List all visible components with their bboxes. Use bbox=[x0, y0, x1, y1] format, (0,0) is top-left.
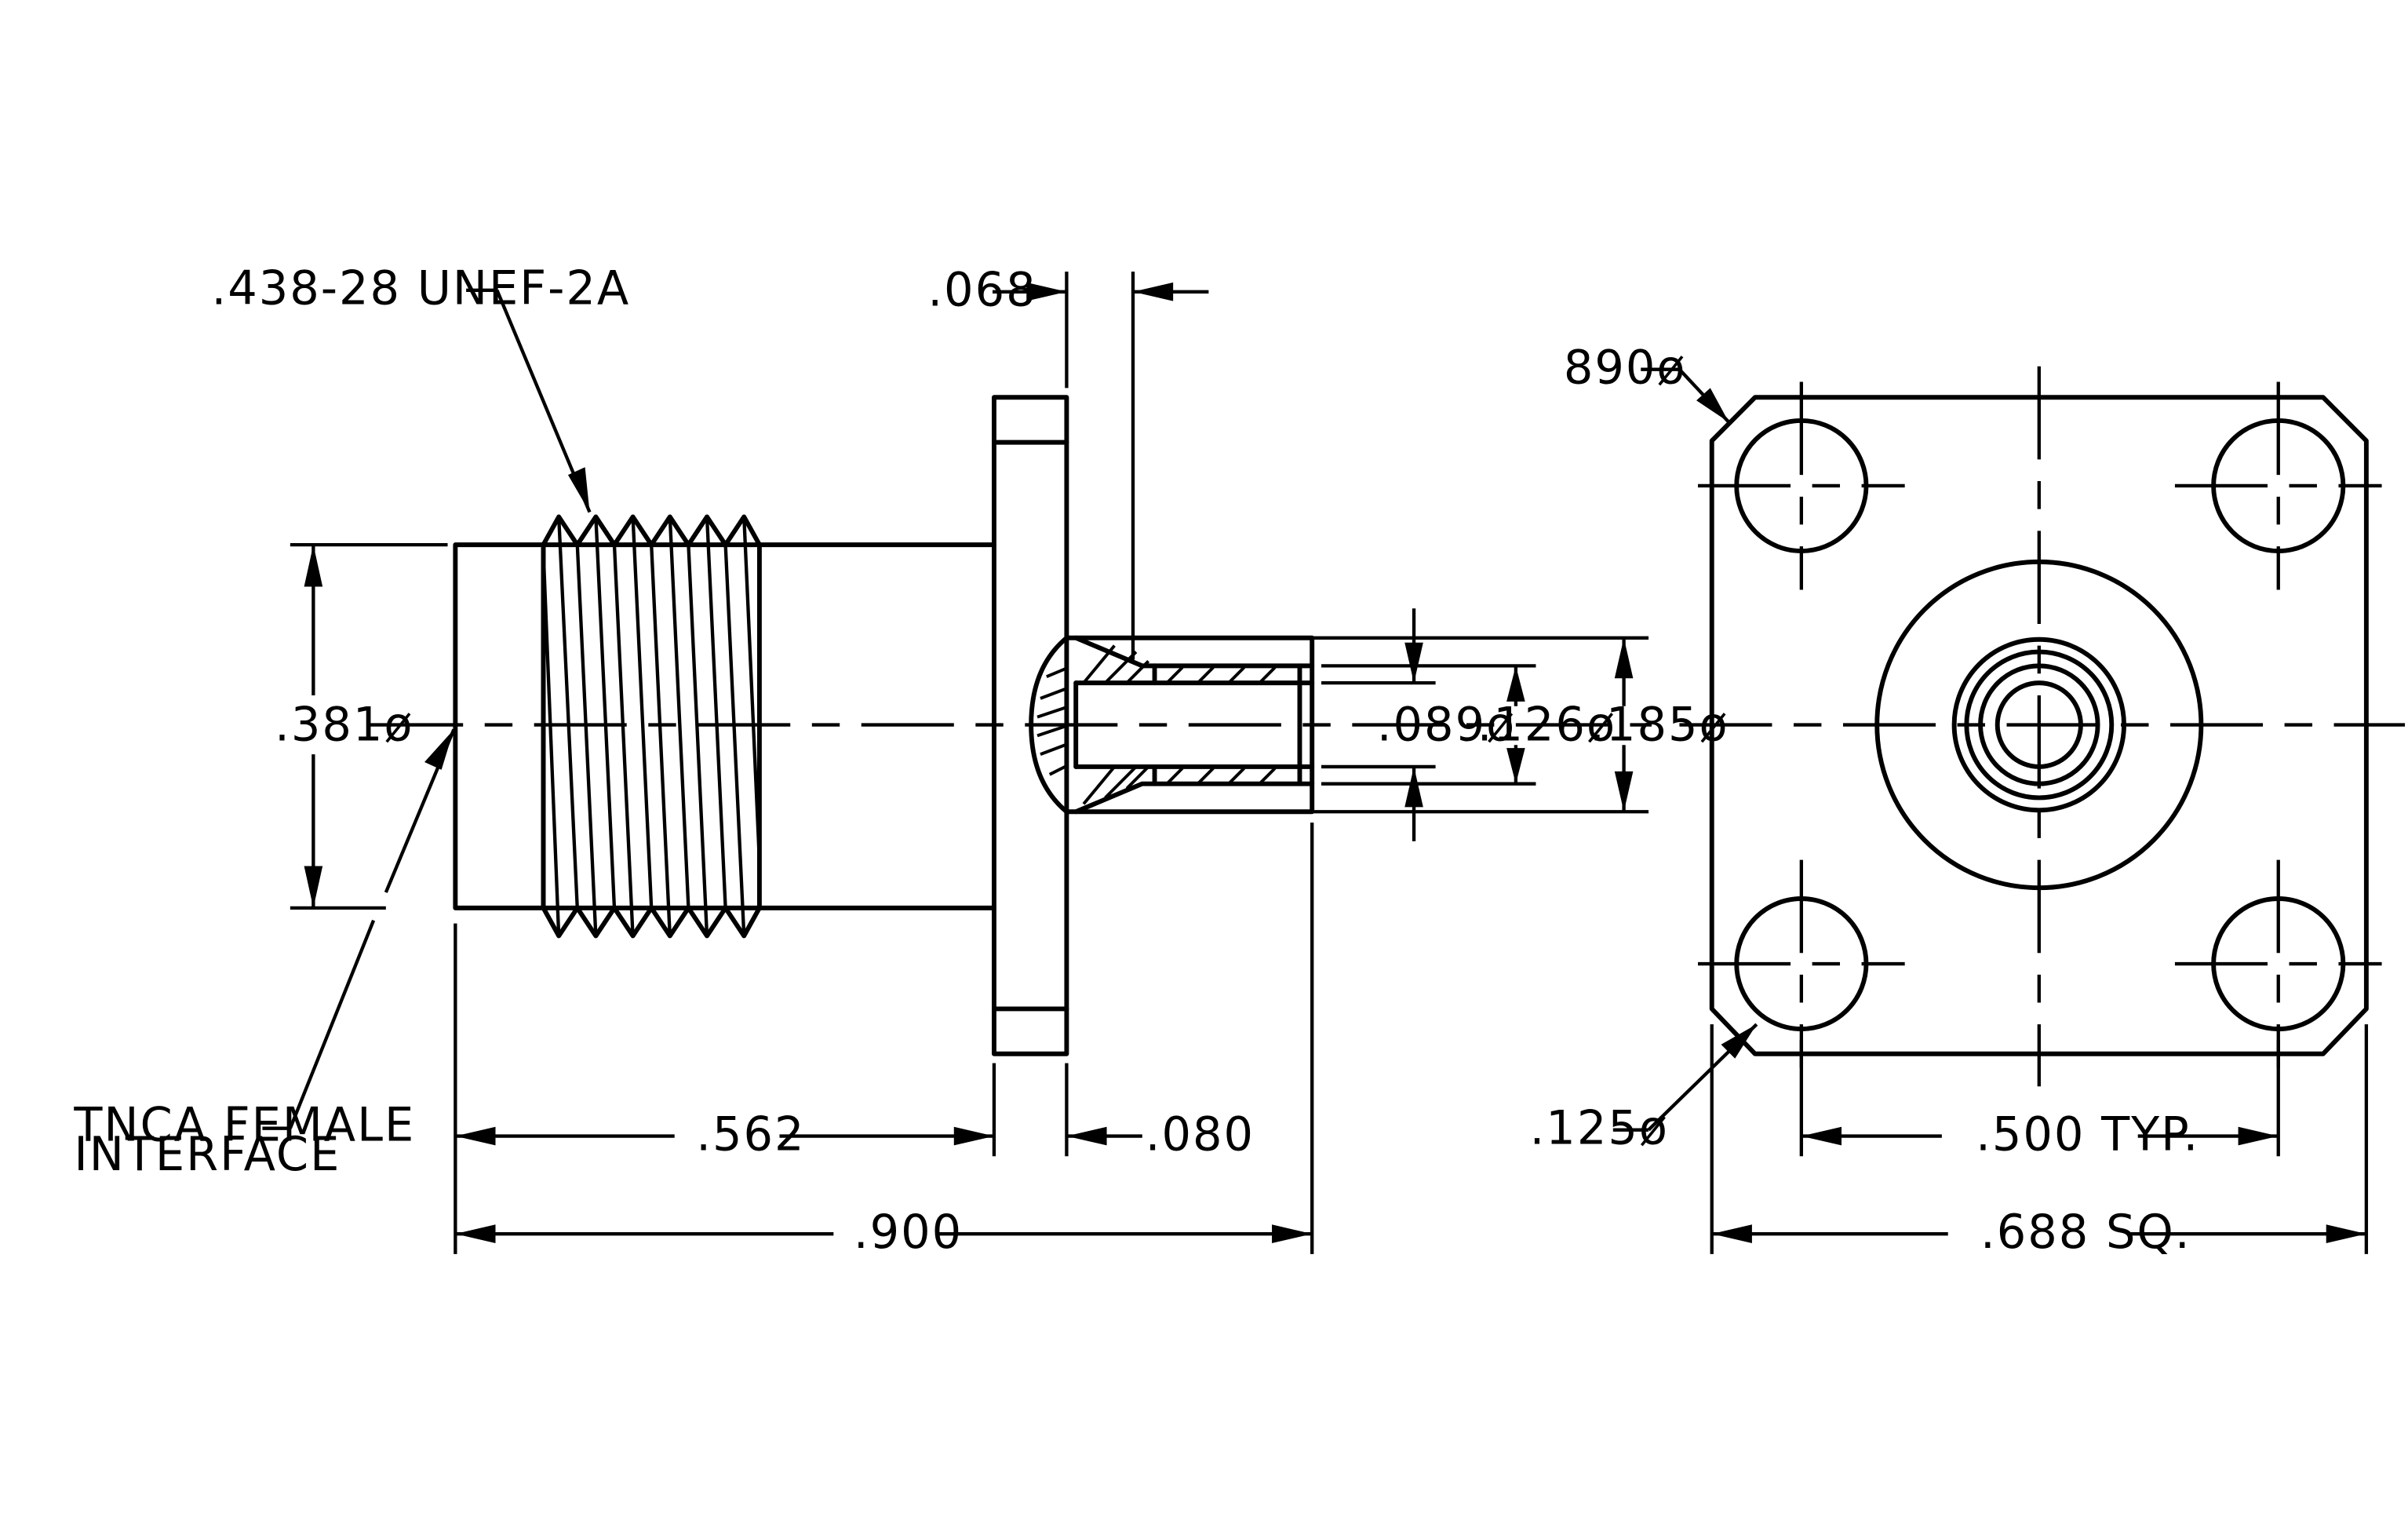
dim-flange-thickness-label: .080 bbox=[1146, 1107, 1255, 1161]
flange bbox=[991, 395, 1069, 1056]
interface-callout-line2: INTERFACE bbox=[74, 1127, 341, 1181]
front-view: 890ø .125ø .500 TYP. .688 SQ. bbox=[1530, 340, 2406, 1259]
dim-381 bbox=[290, 542, 448, 910]
dim-hole-spacing-label: .500 TYP. bbox=[1976, 1107, 2199, 1161]
thread-callout-leader bbox=[466, 288, 592, 513]
dim-flange-gap-label: .068 bbox=[927, 262, 1036, 316]
flange-square bbox=[1709, 395, 2369, 1056]
center-ring-2 bbox=[1964, 649, 2115, 801]
mount-hole-bottom-left bbox=[1698, 859, 1905, 1068]
dim-080 bbox=[1066, 1126, 1142, 1146]
dia-pin-mid-label: .126ø bbox=[1477, 697, 1616, 751]
dim-688 bbox=[1710, 1024, 2369, 1254]
dim-185 bbox=[1614, 637, 1634, 812]
corner-callout-leader bbox=[1641, 367, 1730, 424]
thread-callout-label: .438-28 UNEF-2A bbox=[212, 261, 631, 315]
side-view: .381ø .438-28 UNEF-2A TNCA FEMALE INTERF… bbox=[73, 261, 1727, 1259]
body-front bbox=[756, 542, 996, 910]
extension-lines-bottom bbox=[454, 823, 1314, 1254]
center-pin bbox=[1995, 680, 2083, 769]
dim-068 bbox=[992, 272, 1209, 660]
pin-section bbox=[1029, 635, 1649, 815]
center-ring-1 bbox=[1951, 636, 2126, 813]
center-ring-3 bbox=[1978, 663, 2100, 786]
interface-callout-line1: TNCA FEMALE bbox=[73, 1097, 415, 1151]
dia-body-label: .381ø bbox=[275, 697, 413, 751]
dia-corner-label: 890ø bbox=[1564, 340, 1687, 394]
dim-562 bbox=[455, 1126, 994, 1146]
dim-900 bbox=[455, 1224, 1313, 1244]
mount-hole-top-left bbox=[1698, 381, 1905, 590]
interface-callout-leader bbox=[262, 728, 456, 1130]
center-boss bbox=[1874, 559, 2204, 891]
dim-flange-square-label: .688 SQ. bbox=[1980, 1205, 2191, 1259]
mount-hole-bottom-right bbox=[2174, 859, 2382, 1068]
threaded-section bbox=[541, 514, 762, 939]
dim-089 bbox=[1404, 608, 1423, 841]
dia-mount-hole-label: .125ø bbox=[1530, 1100, 1669, 1154]
dia-pin-inner-label: .089ø bbox=[1377, 697, 1516, 751]
dim-body-length-label: .562 bbox=[696, 1107, 805, 1161]
hole-callout-leader bbox=[1612, 1023, 1758, 1132]
dim-126 bbox=[1506, 666, 1525, 784]
dim-500 bbox=[1799, 1039, 2280, 1157]
dim-overall-length-label: .900 bbox=[854, 1205, 963, 1259]
mount-hole-top-right bbox=[2174, 381, 2382, 590]
